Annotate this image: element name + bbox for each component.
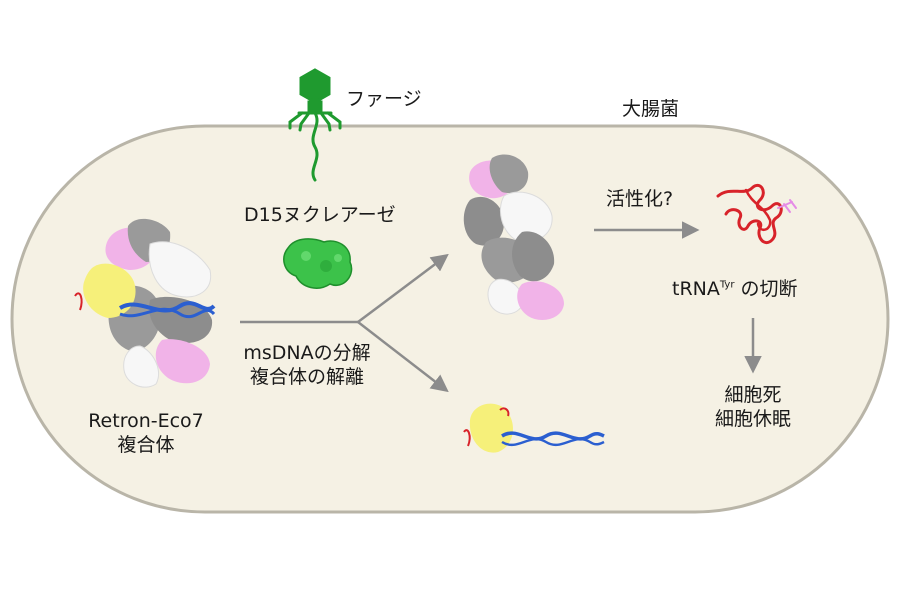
- outcome-dormancy: 細胞休眠: [714, 407, 791, 430]
- arrow-to-protein-complex: [357, 253, 449, 323]
- cell-label: 大腸菌: [622, 98, 680, 120]
- phage-icon: [288, 68, 342, 182]
- trna-suffix: の切断: [734, 278, 798, 300]
- complex-name: Retron-Eco7: [88, 410, 204, 432]
- step-label: msDNAの分解 複合体の解離: [232, 342, 382, 390]
- dissociated-protein-complex-icon: [463, 154, 564, 320]
- released-msdna-icon: [463, 403, 605, 453]
- activation-label: 活性化?: [606, 188, 674, 210]
- d15-nuclease-icon: [283, 238, 353, 289]
- phage-label: ファージ: [346, 88, 422, 110]
- trna-prefix: tRNA: [672, 278, 720, 300]
- nuclease-label: D15ヌクレアーゼ: [244, 204, 396, 226]
- step-dissociation: 複合体の解離: [249, 365, 364, 388]
- complex-word: 複合体: [117, 433, 175, 456]
- ecoli-cell: [10, 124, 890, 514]
- retron-eco7-complex-icon: [74, 218, 216, 388]
- outcome-label: 細胞死 細胞休眠: [693, 384, 813, 432]
- trna-tyr-icon: [716, 183, 797, 245]
- trna-superscript: Tyr: [719, 279, 735, 291]
- step-degradation: msDNAの分解: [243, 342, 371, 364]
- trna-cleavage-label: tRNATyr の切断: [672, 278, 798, 302]
- outcome-death: 細胞死: [724, 384, 782, 406]
- complex-label: Retron-Eco7 複合体: [76, 410, 216, 458]
- arrow-to-msdna: [357, 321, 449, 393]
